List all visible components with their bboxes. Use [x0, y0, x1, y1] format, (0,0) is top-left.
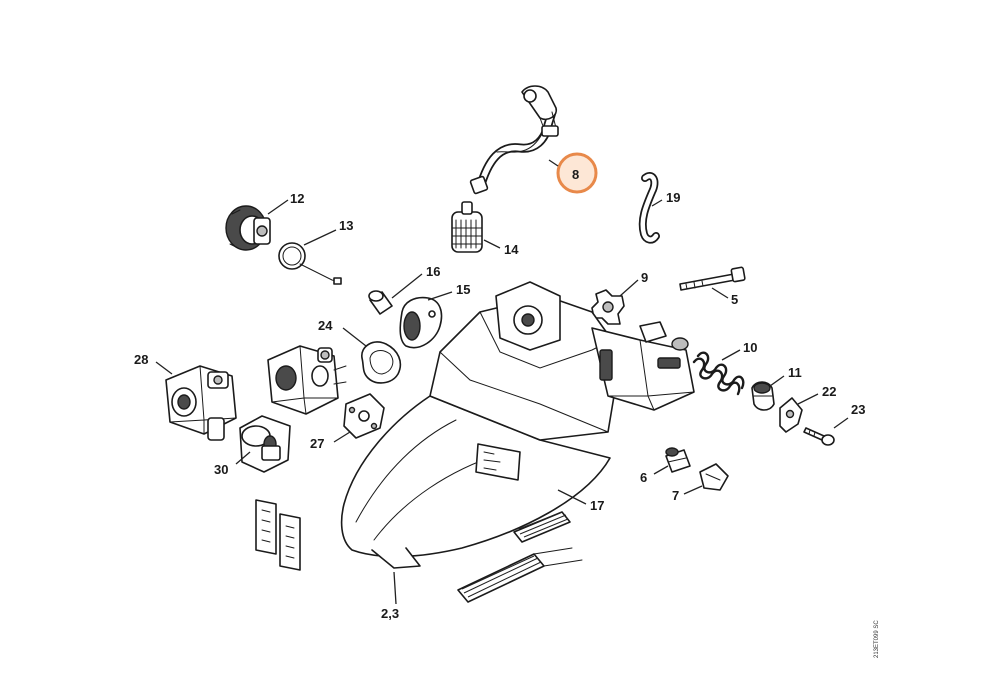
part-27-plate[interactable] [343, 393, 385, 439]
document-code: 213ET099 SC [868, 598, 882, 660]
callout-10: 10 [743, 340, 757, 355]
part-12-assembly[interactable] [225, 205, 271, 251]
document-code-text: 213ET099 SC [874, 620, 880, 658]
part-9-knob[interactable] [591, 289, 625, 325]
callout-5: 5 [731, 292, 738, 307]
callout-28: 28 [134, 352, 148, 367]
part-16-sleeve[interactable] [368, 290, 393, 315]
decal-strip-lower[interactable] [457, 553, 545, 603]
callout-23: 23 [851, 402, 865, 417]
warning-label-pair[interactable] [255, 499, 301, 571]
part-23-screw[interactable] [803, 427, 835, 446]
carburetor[interactable] [267, 345, 347, 415]
callout-16: 16 [426, 264, 440, 279]
callout-9: 9 [641, 270, 648, 285]
callout-24: 24 [318, 318, 333, 333]
decal-strip-upper[interactable] [513, 511, 571, 543]
part-15-cover[interactable] [399, 296, 443, 349]
callout-27: 27 [310, 436, 324, 451]
callout-13: 13 [339, 218, 353, 233]
part-14-fuel-filter[interactable] [451, 201, 483, 253]
part-2-3-housing[interactable] [340, 281, 695, 569]
part-7-cap[interactable] [699, 463, 729, 491]
callout-14: 14 [504, 242, 519, 257]
callout-15: 15 [456, 282, 470, 297]
callout-8: 8 [572, 167, 579, 182]
part-19-hose[interactable] [638, 172, 660, 244]
callout-22: 22 [822, 384, 836, 399]
callout-7: 7 [672, 488, 679, 503]
part-13-gasket[interactable] [278, 242, 342, 285]
part-10-spring[interactable] [692, 351, 745, 396]
part-8-fuel-hose[interactable] [469, 85, 559, 195]
callout-30: 30 [214, 462, 228, 477]
part-30-intake[interactable] [239, 415, 291, 473]
callout-6: 6 [640, 470, 647, 485]
part-22-bracket[interactable] [779, 397, 803, 433]
part-11-valve[interactable] [751, 381, 775, 411]
callout-12: 12 [290, 191, 304, 206]
part-6-plug[interactable] [665, 447, 691, 473]
callout-2-3: 2,3 [381, 606, 399, 621]
part-5-bolt[interactable] [679, 266, 746, 291]
callout-11: 11 [788, 365, 802, 380]
callout-19: 19 [666, 190, 680, 205]
part-24-gasket[interactable] [361, 341, 402, 384]
callout-17: 17 [590, 498, 604, 513]
part-8-highlight-ring[interactable] [556, 152, 598, 194]
part-28-housing[interactable] [165, 365, 237, 441]
